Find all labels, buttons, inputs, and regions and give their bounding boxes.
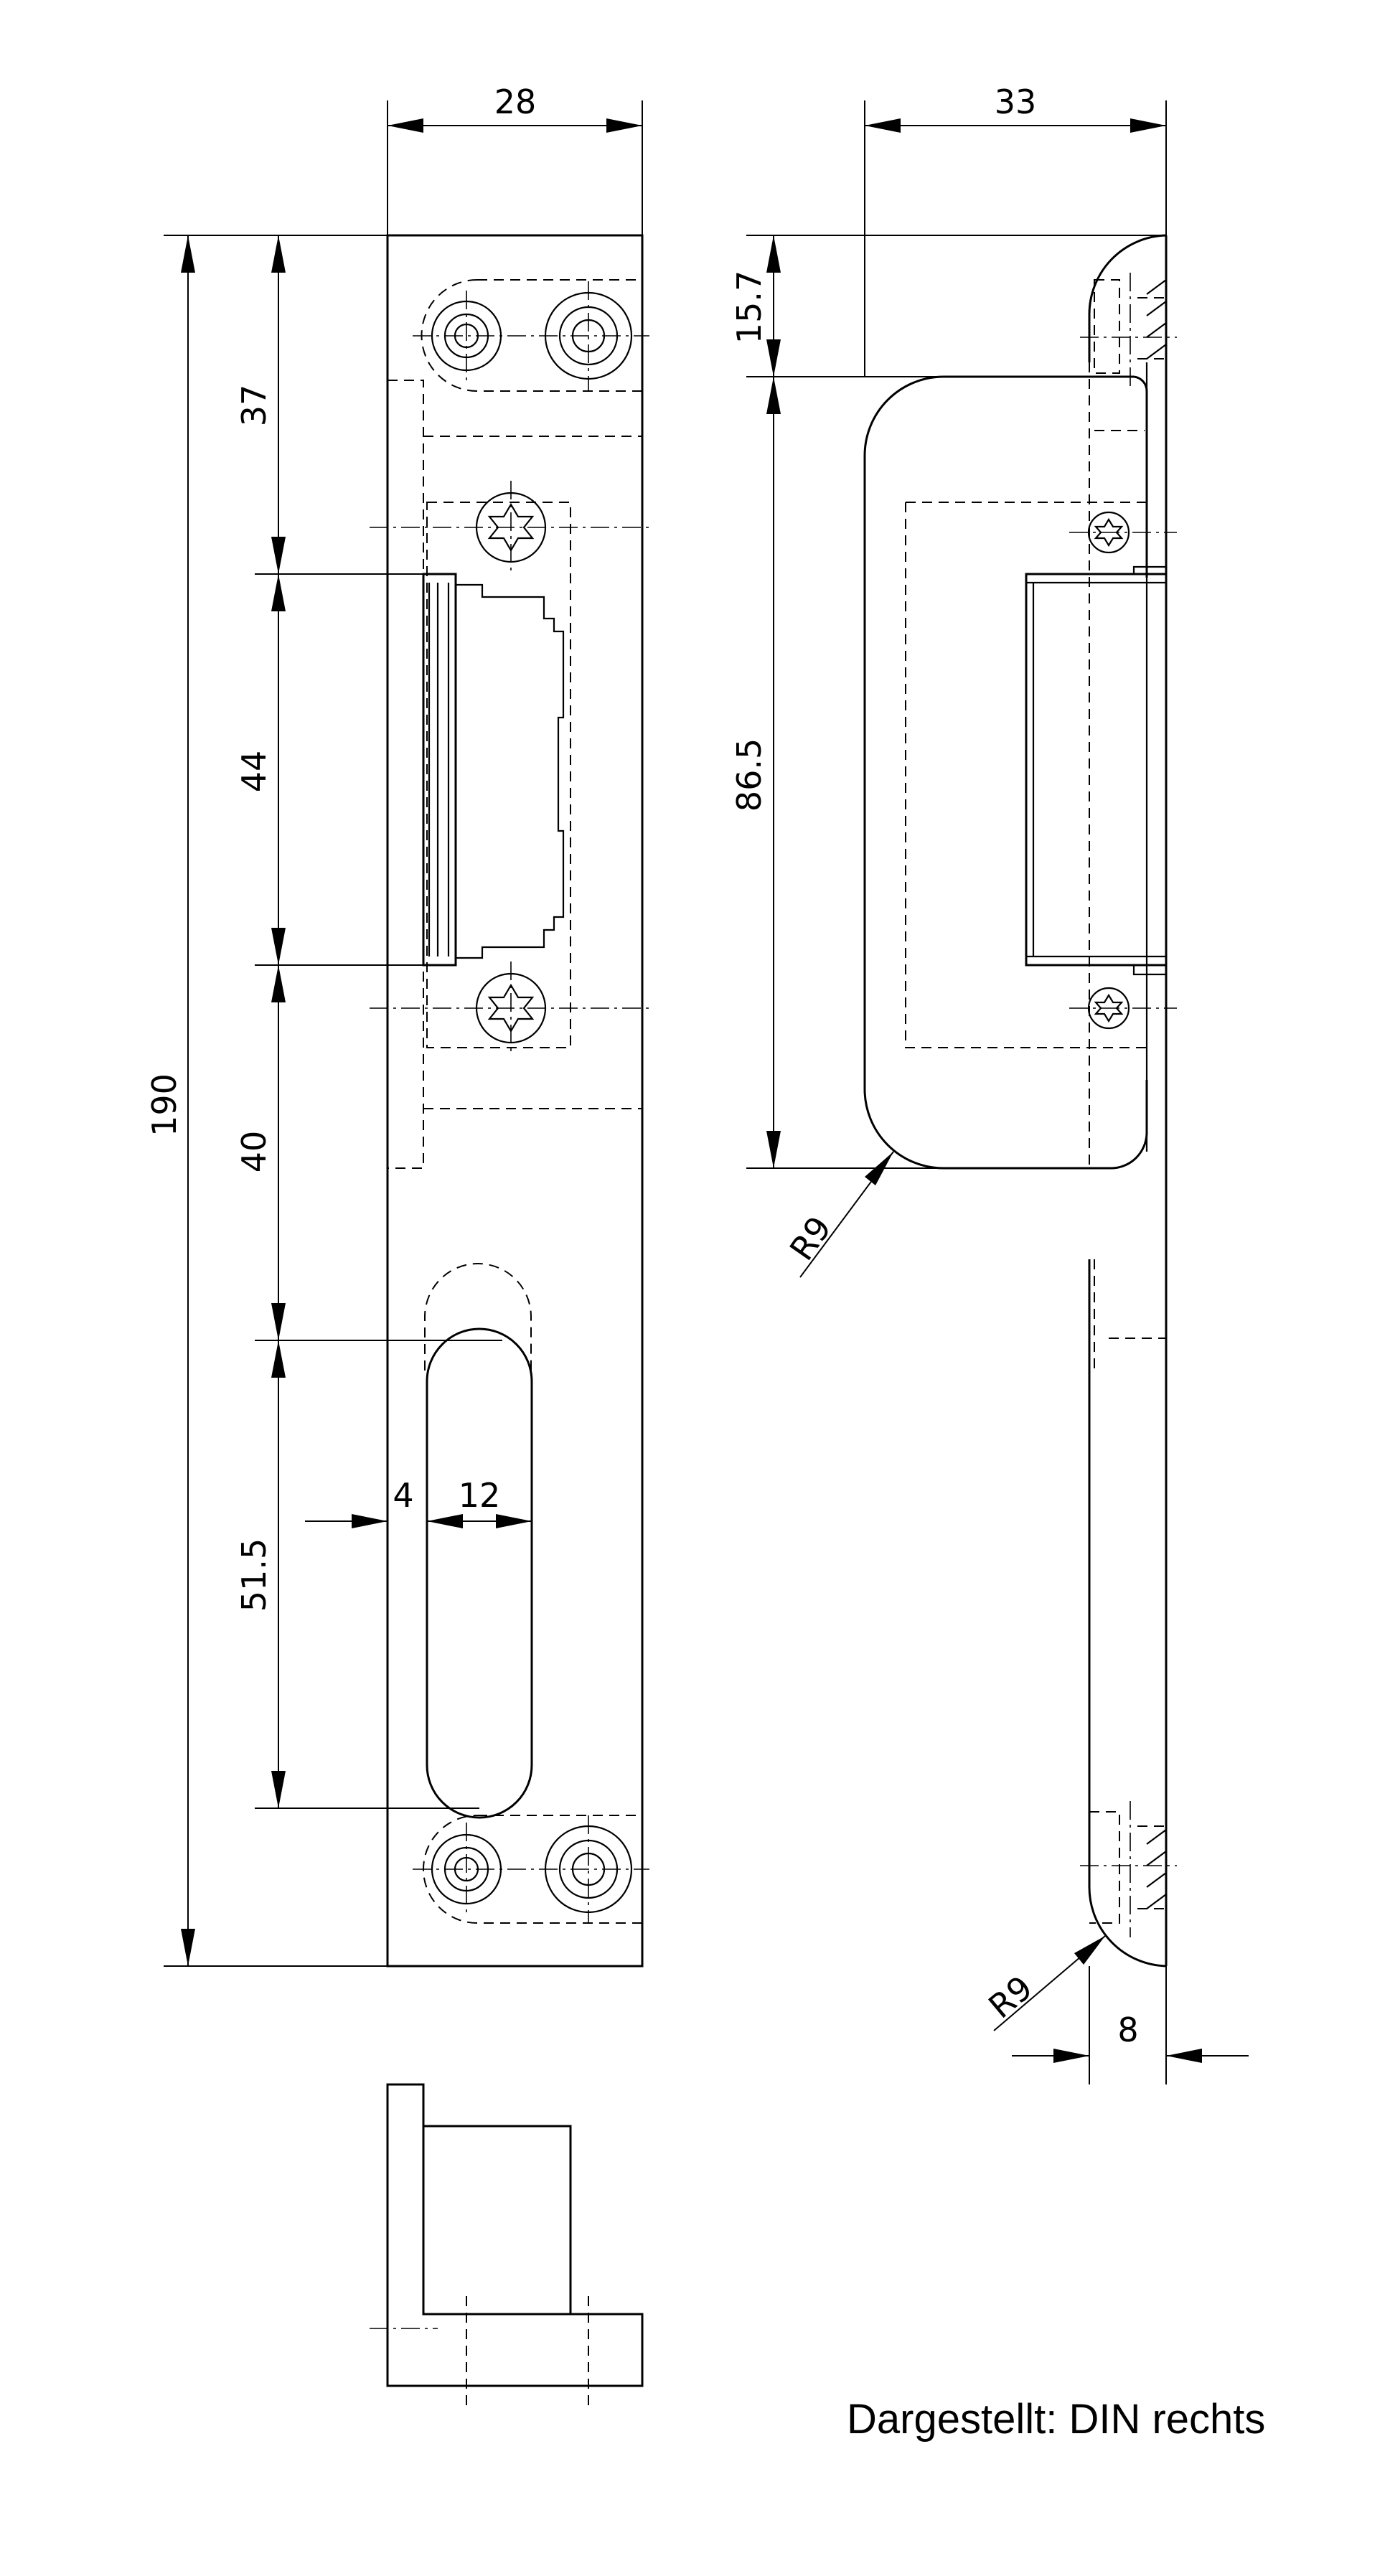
side-view <box>863 234 1177 1968</box>
slot <box>424 1263 533 1819</box>
side-hatch-bottom <box>1146 1829 1167 1909</box>
front-view <box>370 234 649 1968</box>
dim-width-front: 28 <box>494 83 537 121</box>
hidden-edge-left <box>388 380 424 1169</box>
dim-opening-height: 44 <box>235 751 273 793</box>
front-dimensions: 28 190 37 44 40 51.5 4 12 <box>145 83 643 1967</box>
bottom-view <box>370 2083 644 2407</box>
side-upper-screw <box>1069 511 1177 554</box>
dim-total-height: 190 <box>145 1073 184 1137</box>
dim-top-to-opening: 37 <box>235 385 273 427</box>
bottom-base-outline <box>386 2083 644 2387</box>
side-hidden-mid <box>1094 1259 1166 1371</box>
latch-opening <box>422 573 565 967</box>
dim-slot-width: 12 <box>459 1476 501 1515</box>
dim-opening-to-slot: 40 <box>235 1131 273 1173</box>
upper-torx-screw <box>370 481 649 574</box>
dim-slot-offset: 4 <box>393 1476 413 1515</box>
side-center-bottom <box>1080 1801 1177 1937</box>
dim-box-height-side: 86.5 <box>730 738 769 812</box>
lower-torx-screw <box>370 962 649 1055</box>
side-dimensions: 33 15.7 86.5 R9 R9 8 <box>730 83 1249 2084</box>
dim-width-side: 33 <box>995 83 1037 121</box>
dim-slot-length: 51.5 <box>235 1538 273 1612</box>
side-center-top <box>1080 273 1177 391</box>
box-hidden-outline <box>426 502 571 1048</box>
bottom-box-outline <box>423 2125 572 2314</box>
bottom-hidden-holes <box>466 2296 589 2407</box>
dim-top-offset-side: 15.7 <box>730 271 769 344</box>
bottom-screw-holes <box>413 1815 649 1924</box>
view-caption: Dargestellt: DIN rechts <box>847 2396 1266 2443</box>
side-hatch-top <box>1146 279 1167 359</box>
dim-radius-lower: R9 <box>981 1968 1040 2026</box>
front-plate-outline <box>386 234 644 1968</box>
side-hidden-top <box>1094 279 1166 431</box>
side-hidden-bottom <box>1089 1811 1166 1924</box>
top-screw-holes <box>413 279 649 392</box>
side-lower-screw <box>1069 987 1177 1030</box>
dim-plate-thickness: 8 <box>1117 2011 1138 2049</box>
dim-radius-upper: R9 <box>782 1209 839 1267</box>
